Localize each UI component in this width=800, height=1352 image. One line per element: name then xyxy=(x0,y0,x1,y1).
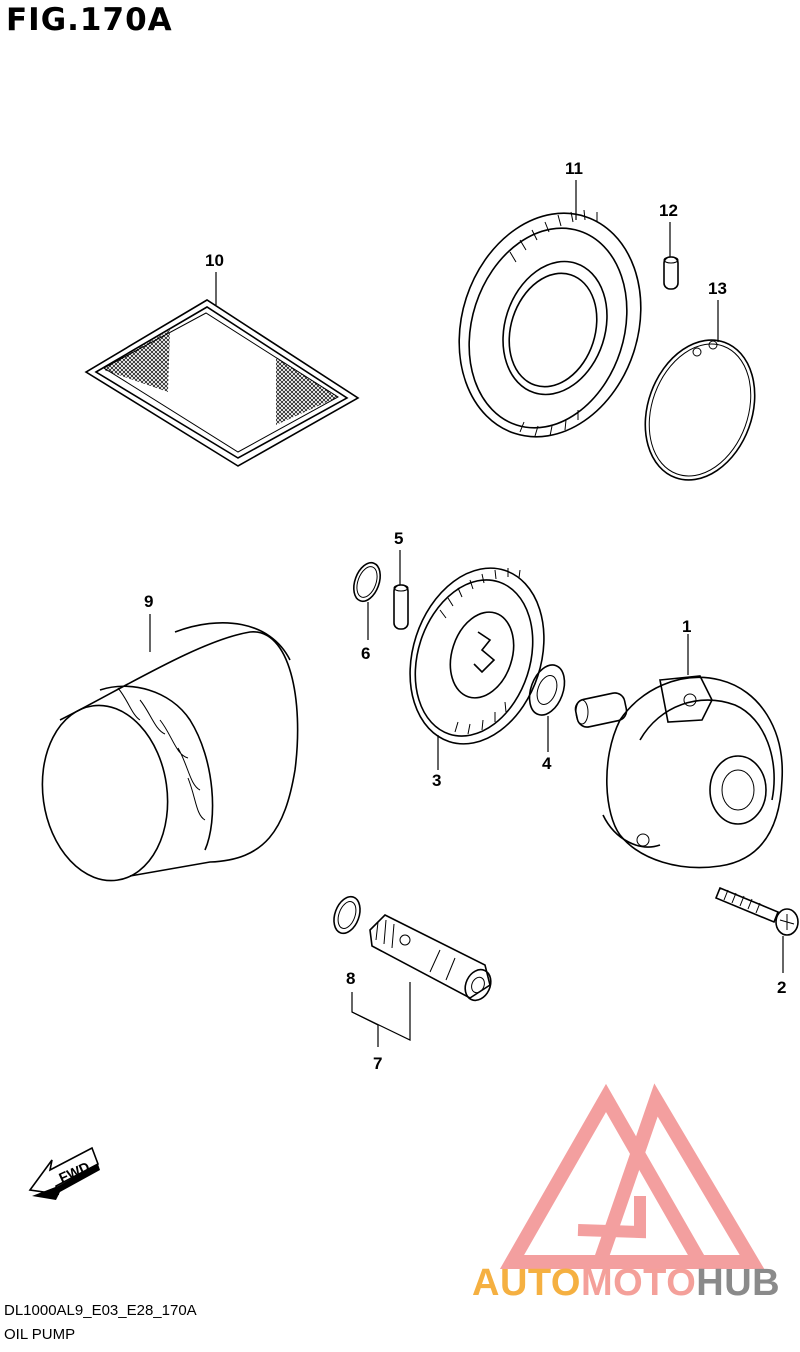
watermark-text: AUTOMOTOHUB xyxy=(472,1262,780,1305)
callout-2: 2 xyxy=(777,978,786,997)
part-9-oil-filter xyxy=(41,622,299,882)
callout-labels: 1 2 3 4 5 6 7 8 9 10 11 12 13 xyxy=(144,159,786,1073)
part-2-screw xyxy=(714,886,799,936)
callout-7: 7 xyxy=(373,1054,382,1073)
figure-code: DL1000AL9_E03_E28_170A xyxy=(4,1302,197,1319)
watermark-hub: HUB xyxy=(696,1262,781,1304)
part-1-oil-pump-assy xyxy=(574,675,783,869)
callout-3: 3 xyxy=(432,771,441,790)
part-7-relief-valve xyxy=(369,914,492,1002)
watermark-auto: AUTO xyxy=(472,1262,581,1304)
callout-8: 8 xyxy=(346,969,355,988)
callout-10: 10 xyxy=(205,251,224,270)
watermark-moto: MOTO xyxy=(580,1262,697,1304)
watermark-logo-icon xyxy=(499,1083,765,1269)
part-12-dowel-pin xyxy=(663,256,679,290)
callout-12: 12 xyxy=(659,201,678,220)
part-6-circlip xyxy=(353,561,381,603)
callout-4: 4 xyxy=(542,754,552,773)
part-10-oil-strainer-gasket xyxy=(84,299,360,467)
callout-11: 11 xyxy=(565,159,583,178)
part-11-oil-pump-driven-gear xyxy=(458,209,642,438)
part-3-oil-pump-gear xyxy=(409,567,545,745)
callout-1: 1 xyxy=(682,617,691,636)
callout-13: 13 xyxy=(708,279,727,298)
figure-title: FIG.170A xyxy=(6,2,173,38)
callout-6: 6 xyxy=(361,644,370,663)
part-5-pin xyxy=(393,584,409,630)
callout-9: 9 xyxy=(144,592,153,611)
part-8-o-ring xyxy=(333,895,361,935)
fwd-arrow-icon: FWD xyxy=(28,1146,100,1200)
part-4-washer xyxy=(528,664,566,716)
part-13-circlip xyxy=(644,339,756,481)
leader-lines xyxy=(149,180,784,1047)
figure-name: OIL PUMP xyxy=(4,1326,76,1343)
callout-5: 5 xyxy=(394,529,403,548)
